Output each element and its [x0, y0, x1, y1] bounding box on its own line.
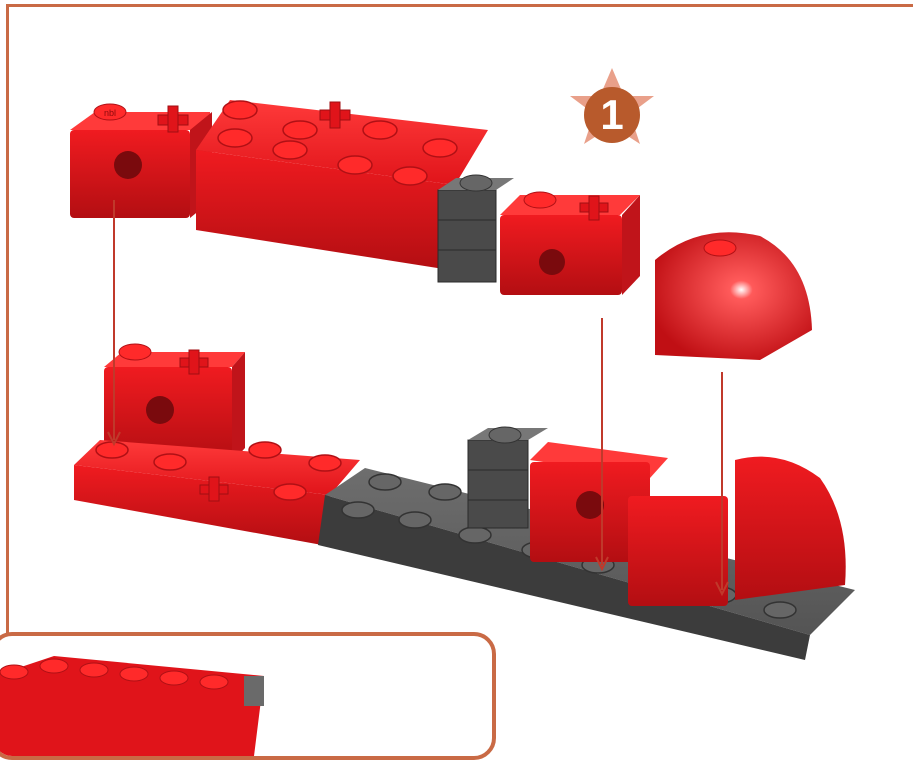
gray-stack-top [437, 174, 514, 283]
assembly-arrows [107, 200, 729, 597]
gray-stack-bottom [467, 426, 548, 529]
top-left-brick: nbl [70, 103, 212, 218]
top-long-brick [196, 100, 488, 270]
page-frame [6, 4, 913, 722]
bottom-red-plate [74, 440, 360, 545]
plus-connector-icon [157, 105, 189, 133]
stud-label: nbl [104, 108, 116, 118]
inset-preview [0, 656, 264, 756]
preview-inset-panel [0, 632, 496, 760]
bottom-small-brick [104, 343, 245, 462]
dome-piece [655, 232, 812, 360]
assembly-illustration: nbl [70, 68, 855, 660]
step-star-icon [570, 68, 654, 144]
step-number: 1 [600, 91, 624, 138]
top-right-brick [500, 191, 640, 295]
bottom-right-brick [530, 442, 846, 606]
